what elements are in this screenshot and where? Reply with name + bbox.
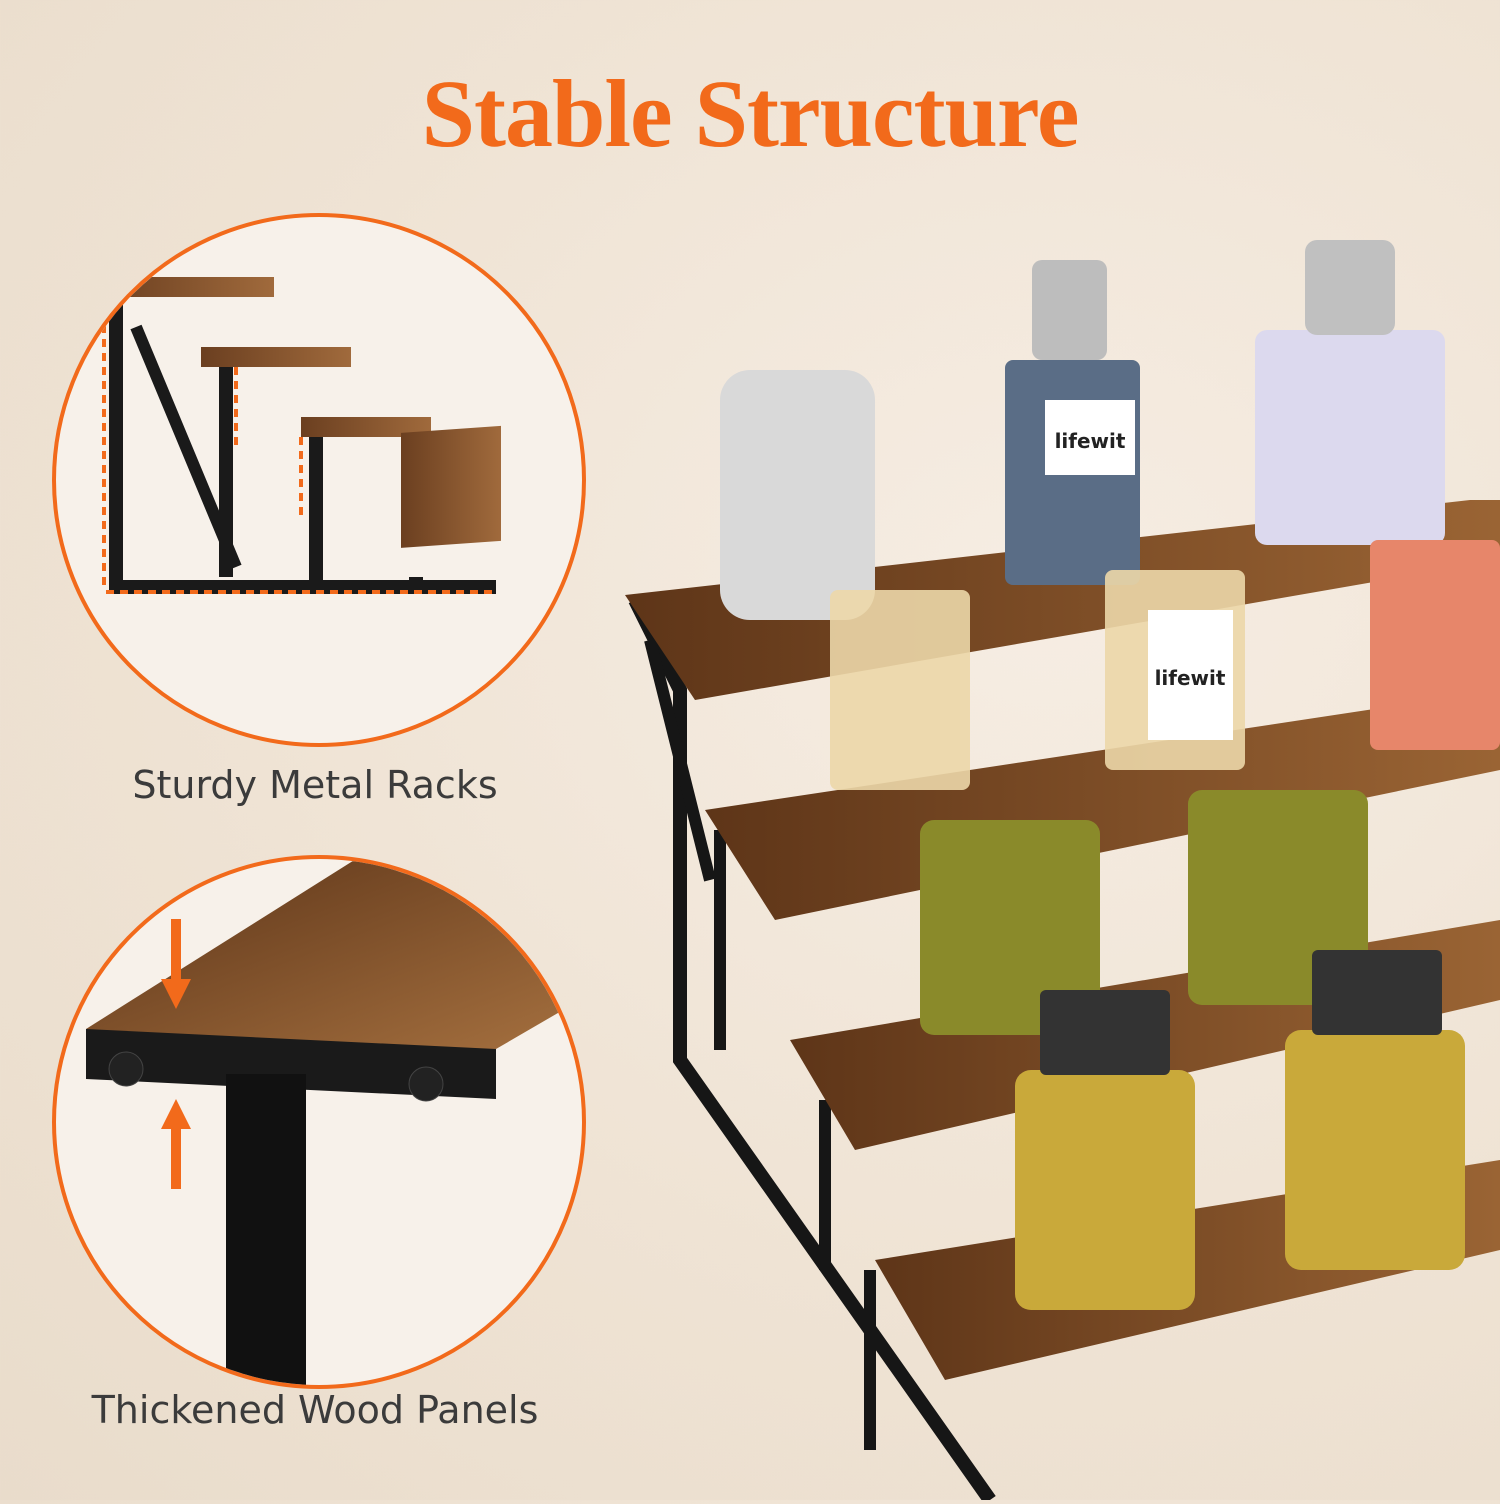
bottle xyxy=(720,370,875,620)
page-title: Stable Structure xyxy=(421,60,1080,167)
metal-rack-detail-image xyxy=(52,213,586,747)
feature-label-metal-racks: Sturdy Metal Racks xyxy=(132,763,498,807)
bottle-brand-label: lifewit xyxy=(1155,666,1226,690)
product-photo-rack-with-bottles: lifewit lifewit xyxy=(600,220,1500,1504)
bottle-brand-label: lifewit xyxy=(1055,429,1126,453)
wood-panel-detail-image xyxy=(52,855,586,1389)
feature-label-wood-panels: Thickened Wood Panels xyxy=(91,1388,539,1432)
